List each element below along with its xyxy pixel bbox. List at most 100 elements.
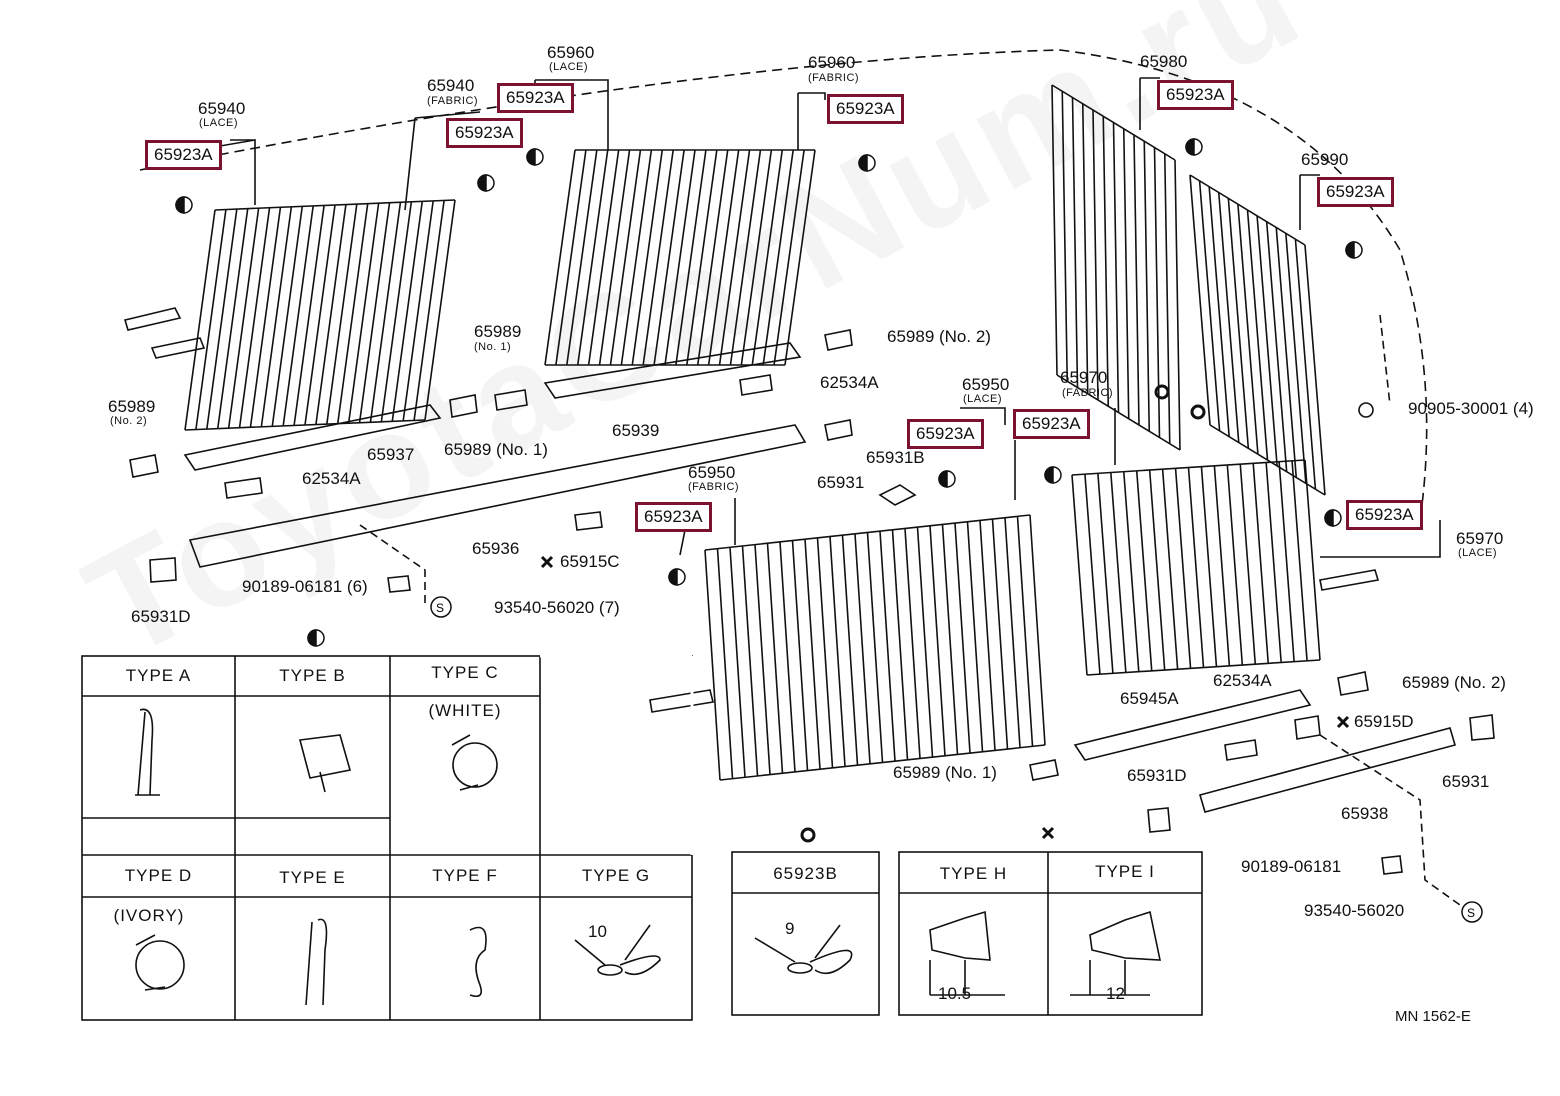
label-no1-top: (No. 1) [474,341,512,353]
blind-panel-65990 [1189,174,1326,496]
type-i-dimension: 12 [1106,984,1125,1003]
label-lace-d: (LACE) [1458,547,1498,559]
leader-65980 [1139,77,1160,130]
pleat-line [260,206,293,427]
pleat-line [1135,470,1153,671]
pleat-top-edge [1189,174,1306,246]
pleat-line [1226,464,1244,666]
label-fabric-d: (FABRIC) [688,481,740,493]
pleat-line [696,149,729,366]
highlight-65923a-9[interactable]: 65923A [635,502,712,532]
rail-65937 [183,404,442,471]
pleat-line [544,149,576,366]
type-65923b-clip [754,924,853,975]
label-62534A-right: 62534A [1213,671,1272,690]
pleat-line [1122,128,1130,419]
s-symbol-left [430,596,452,618]
gear-symbol-a [800,384,1206,843]
label-93540-right: 93540-56020 [1304,901,1405,920]
type-b-clip [298,734,352,793]
clip-65989-no2-right [1337,671,1369,696]
label-65960-lace: 65960 [547,43,595,62]
pleat-line [754,544,771,775]
pleat-line [1071,97,1079,388]
pleat-line [1174,159,1181,451]
pleat-line [979,520,996,751]
pleat-line [1265,462,1282,663]
label-lace-b: (LACE) [549,61,589,73]
clip-62534A-left [224,477,263,499]
label-fabric-b: (FABRIC) [808,72,860,84]
pleat-line [1092,109,1099,401]
pleat-line [326,203,358,425]
highlight-65923a-3[interactable]: 65923A [446,118,523,148]
pleat-line [686,149,718,366]
highlight-65923a-4[interactable]: 65923A [827,94,904,124]
pleat-line [1122,471,1140,672]
pleat-line [653,149,685,366]
pleat-top-edge [1051,84,1176,161]
label-65960-fabric: 65960 [808,53,856,72]
pleat-line [1278,461,1295,662]
pleat-line [1174,468,1192,669]
leader-dashed-b [1379,314,1391,406]
type-g-dimension: 10 [588,922,607,941]
pleat-line [929,525,946,756]
pleat-line [816,537,834,768]
type-f-header: TYPE F [432,866,498,885]
pleat-line [347,203,380,424]
half-circle-fill [1044,466,1054,484]
half-circle-fill [477,174,487,192]
pleat-bottom-edge [719,744,1046,781]
highlight-65923a-5[interactable]: 65923A [1157,80,1234,110]
pleat-line [1227,198,1250,449]
label-65950-fabric: 65950 [688,463,736,482]
highlight-65923a-2[interactable]: 65923A [497,83,574,113]
type-a-header: TYPE A [125,666,192,685]
half-circle-fill [1185,138,1195,156]
pleat-line [866,532,884,763]
blind-panel-65970 [1071,459,1321,676]
label-65938: 65938 [1341,804,1389,823]
highlight-65923a-7[interactable]: 65923A [907,419,984,449]
label-65980: 65980 [1140,52,1188,71]
pleat-line [227,208,260,429]
pleat-line [249,207,282,428]
pleat-line [804,539,821,770]
label-65915C: 65915C [560,552,620,571]
pleat-line [1275,227,1298,478]
pleat-line [762,149,794,366]
pleat-line [206,208,238,430]
pleat-line [740,149,773,366]
half-circle-fill [938,470,948,488]
bracket-left-top [123,307,182,331]
label-no2-left: (No. 2) [110,415,148,427]
pleat-line [991,518,1009,750]
type-e-header: TYPE E [279,868,346,887]
pleat-line [704,549,721,781]
highlight-65923a-10[interactable]: 65923A [1346,500,1423,530]
pleat-line [587,149,620,366]
clip-65989-no1-right [1029,759,1059,781]
highlight-65923a-8[interactable]: 65923A [1013,409,1090,439]
pleat-line [315,204,347,425]
rail-65936 [188,424,807,568]
label-65931D-right: 65931D [1127,766,1187,785]
label-fabric-a: (FABRIC) [427,95,479,107]
s-symbol-right-glyph: S [1467,906,1475,920]
highlight-65923a-6[interactable]: 65923A [1317,177,1394,207]
pleat-line [1256,215,1278,466]
half-circle-fill [858,154,868,172]
label-65931-b: 65931 [1442,772,1490,791]
label-62534A-top: 62534A [820,373,879,392]
blind-panel-65940 [184,199,456,431]
label-65939: 65939 [612,421,660,440]
pleat-line [1110,472,1127,673]
label-65931-a: 65931 [817,473,865,492]
highlight-65923a-1[interactable]: 65923A [145,140,222,170]
pleat-line [293,205,325,426]
type-g-clip [574,924,661,976]
type-d-clip [135,934,185,991]
pleat-line [1004,517,1021,748]
label-65950-lace: 65950 [962,375,1010,394]
